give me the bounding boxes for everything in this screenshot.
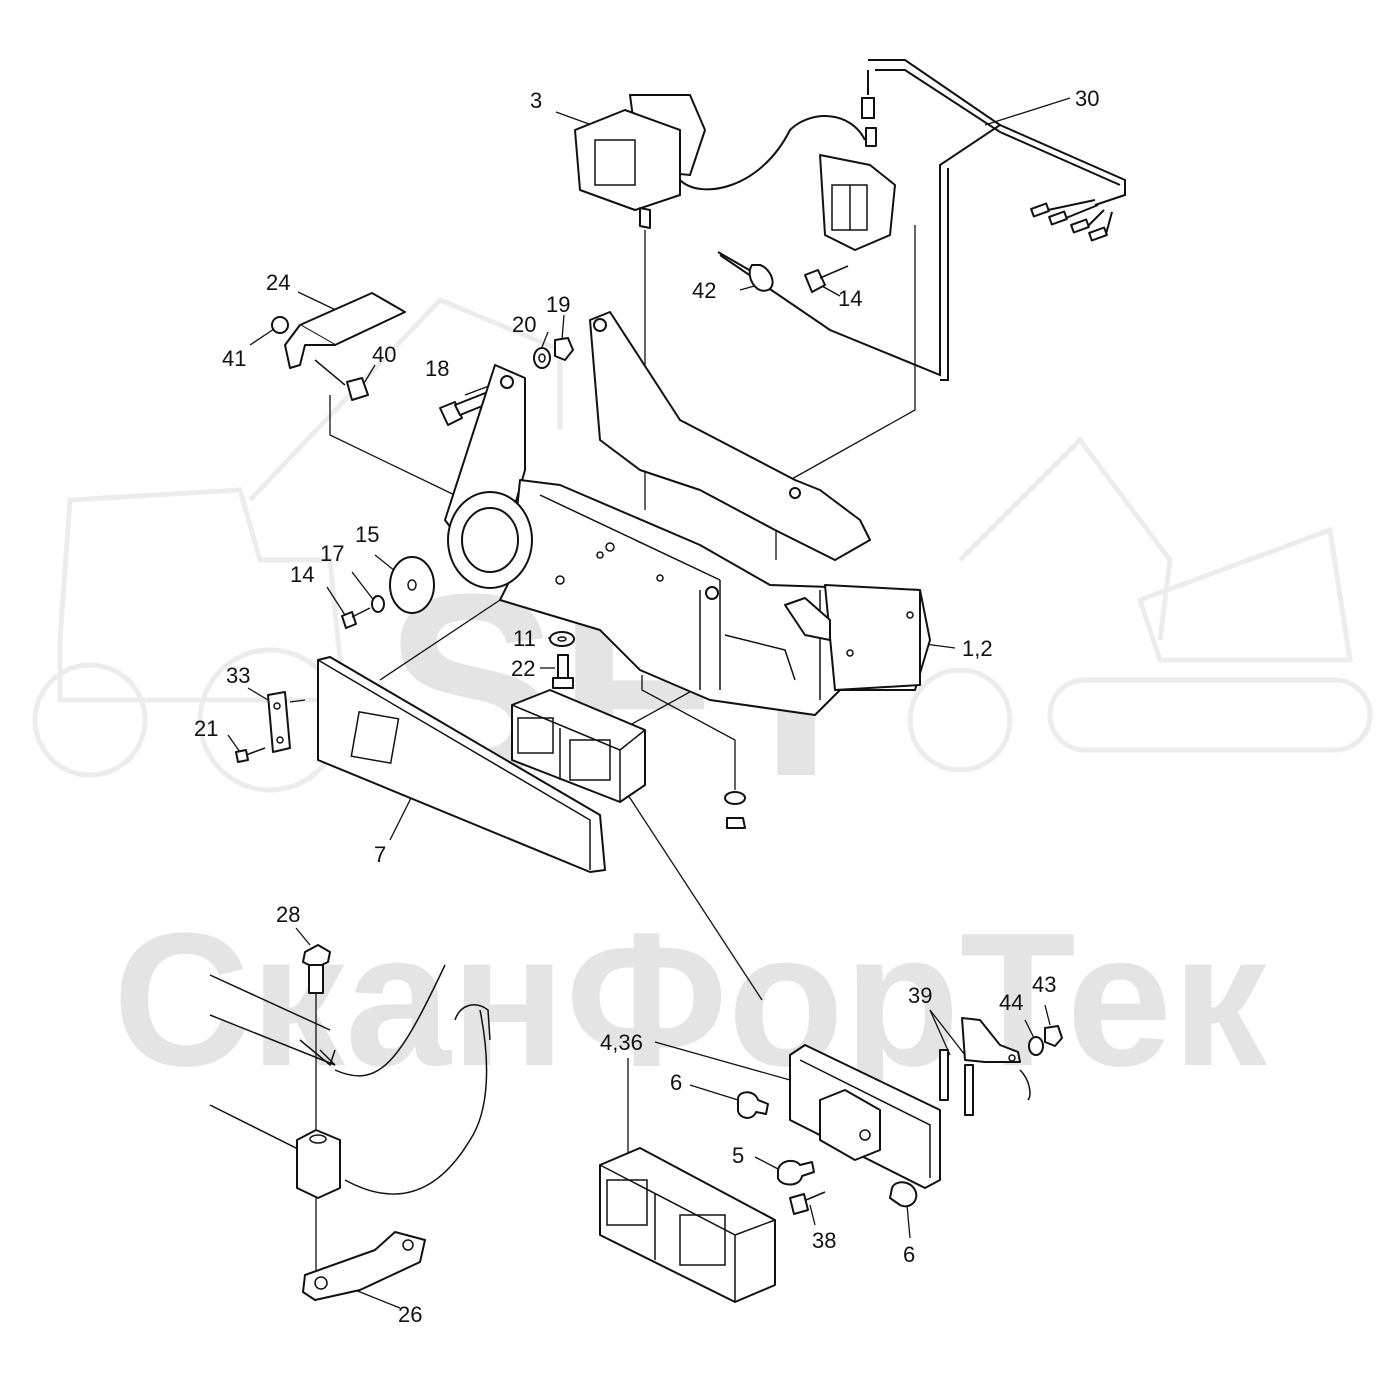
callout-7: 7 [374, 842, 386, 867]
rear-light-lens [599, 1147, 776, 1303]
callout-11: 11 [513, 626, 536, 651]
callout-3: 3 [530, 88, 542, 113]
callout-17: 17 [320, 541, 344, 566]
callout-42: 42 [692, 278, 716, 303]
callout-6-upper: 6 [670, 1070, 682, 1095]
callout-labels: 3 30 24 41 40 20 19 18 42 14 15 17 14 1,… [194, 86, 1099, 1327]
callout-44: 44 [999, 990, 1023, 1015]
bolt-28 [302, 944, 331, 994]
bolt-14-upper [804, 265, 849, 293]
washer-20 [533, 347, 551, 369]
bulb-6-lower [889, 1181, 918, 1208]
plate-33 [267, 691, 291, 753]
callout-4-36: 4,36 [600, 1030, 643, 1055]
washer-17 [371, 595, 385, 613]
bolt-22 [552, 654, 574, 689]
callout-43: 43 [1032, 972, 1056, 997]
screw-38 [789, 1191, 826, 1215]
harness-terminals [1030, 199, 1113, 242]
lower-nut [726, 817, 746, 829]
bracket-39 [939, 1017, 1031, 1116]
leader-lines [227, 97, 1071, 1309]
work-lamp [574, 94, 706, 229]
wiring-harness [679, 59, 1126, 381]
callout-15: 15 [355, 522, 379, 547]
callout-18: 18 [425, 356, 449, 381]
callout-24: 24 [266, 270, 290, 295]
lower-washer [724, 791, 746, 805]
callout-1-2: 1,2 [962, 636, 993, 661]
nut-19 [554, 337, 574, 361]
callout-40: 40 [372, 342, 396, 367]
watermark: SFT СканФорТек [32, 297, 1373, 1106]
bulb-5 [777, 1159, 815, 1186]
callout-21: 21 [194, 716, 218, 741]
bracket-26 [302, 1231, 426, 1301]
bulb-6-upper [737, 1091, 769, 1119]
callout-30: 30 [1075, 86, 1099, 111]
callout-41: 41 [222, 346, 246, 371]
cap-15 [389, 556, 435, 614]
callout-33: 33 [226, 663, 250, 688]
watermark-excavator-right [907, 436, 1373, 773]
callout-5: 5 [732, 1143, 744, 1168]
nut-43 [1044, 1025, 1063, 1047]
callout-20: 20 [512, 312, 536, 337]
bolt-14-lower [341, 607, 371, 629]
callout-14-upper: 14 [838, 286, 862, 311]
machine-section [209, 964, 491, 1195]
washer-44 [1028, 1036, 1044, 1056]
watermark-tractor-left [32, 297, 563, 793]
screw-21 [235, 747, 266, 763]
callout-19: 19 [546, 292, 570, 317]
watermark-brand: СканФорТек [113, 894, 1268, 1106]
callout-6-lower: 6 [903, 1242, 915, 1267]
callout-26: 26 [398, 1302, 422, 1327]
relay-box [819, 154, 896, 251]
cable-clamp [717, 251, 774, 292]
callout-38: 38 [812, 1228, 836, 1253]
reflector-panel-7 [317, 656, 606, 873]
callout-28: 28 [276, 902, 300, 927]
light-unit-middle [511, 689, 646, 803]
washer-11 [549, 631, 575, 647]
callout-22: 22 [511, 656, 535, 681]
callout-14-lower: 14 [290, 562, 314, 587]
bracket-24 [271, 292, 406, 401]
main-frame [444, 311, 931, 716]
callout-39: 39 [908, 983, 932, 1008]
rear-light-housing [789, 1044, 941, 1189]
spacer-block [296, 1129, 341, 1199]
